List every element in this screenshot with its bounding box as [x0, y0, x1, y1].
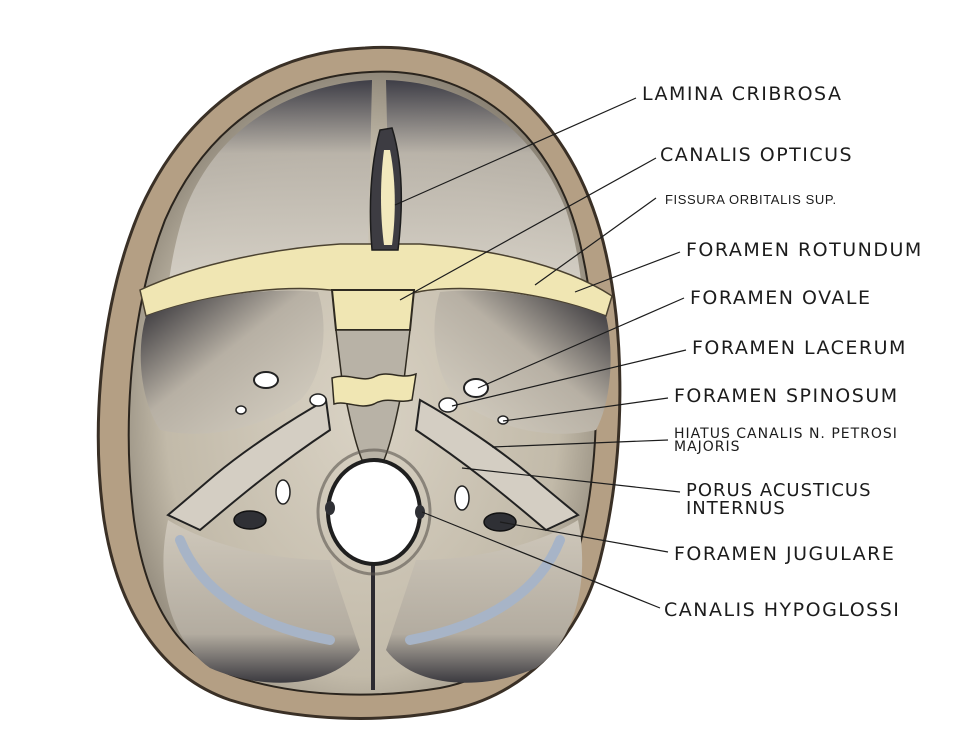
label-canalis-hypoglossi: CANALIS HYPOGLOSSI [664, 599, 901, 621]
label-foramen-spinosum: FORAMEN SPINOSUM [674, 385, 899, 407]
label-fissura-orbitalis-sup: FISSURA ORBITALIS SUP. [665, 192, 837, 207]
label-porus-acusticus: PORUS ACUSTICUS INTERNUS [686, 482, 872, 518]
porus-acusticus-right [454, 485, 470, 511]
foramen-lacerum-left [309, 393, 327, 407]
label-lamina-cribrosa: LAMINA CRIBROSA [642, 83, 843, 105]
label-hiatus-canalis: HIATUS CANALIS N. PETROSI MAJORIS [674, 426, 898, 455]
foramen-magnum [326, 458, 422, 566]
label-foramen-lacerum: FORAMEN LACERUM [692, 337, 907, 359]
label-porus-acusticus-line2: INTERNUS [686, 498, 786, 519]
transverse-sinus-right [405, 535, 565, 645]
leader-line-canalis-hypoglossi [421, 511, 661, 609]
porus-acusticus-left [275, 479, 291, 505]
label-hiatus-canalis-line2: MAJORIS [674, 439, 741, 455]
dorsum-sellae [331, 372, 417, 407]
leader-line-foramen-spinosum [502, 397, 669, 422]
crista-galli [381, 150, 395, 245]
leader-line-porus-acusticus [461, 467, 681, 493]
label-foramen-rotundum: FORAMEN ROTUNDUM [686, 239, 923, 261]
leader-line-foramen-lacerum [451, 349, 687, 407]
leader-line-foramen-jugulare [499, 521, 669, 553]
middle-fossa-right [434, 290, 611, 434]
leader-line-foramen-ovale [477, 297, 685, 389]
leader-line-lamina-cribrosa [394, 97, 637, 206]
leader-line-foramen-rotundum [574, 251, 681, 293]
leader-line-hiatus-canalis [491, 439, 669, 448]
posterior-fossa-right [386, 520, 583, 683]
canalis-hypoglossi-right [415, 505, 425, 519]
transverse-sinus-left [175, 535, 335, 645]
foramen-spinosum-left [235, 405, 247, 415]
leader-line-canalis-opticus [399, 157, 657, 301]
leader-line-fissura-orbitalis [534, 197, 657, 286]
foramen-ovale-left [253, 371, 279, 389]
anterior-fossa-left [168, 80, 372, 290]
foramen-jugulare-left [233, 510, 267, 530]
label-foramen-jugulare: FORAMEN JUGULARE [674, 543, 896, 565]
anterior-fossa-right [386, 80, 582, 290]
label-porus-acusticus-line1: PORUS ACUSTICUS [686, 480, 872, 501]
sphenoid-ridge [139, 243, 613, 317]
foramen-magnum-rim [316, 448, 432, 576]
foramen-ovale-right [463, 378, 489, 398]
canalis-hypoglossi-left [325, 501, 335, 515]
middle-fossa-left [140, 290, 324, 434]
petrous-ridge-right [414, 398, 580, 532]
posterior-fossa-left [163, 520, 360, 683]
sella-turcica [330, 289, 416, 331]
label-canalis-opticus: CANALIS OPTICUS [660, 144, 854, 166]
leader-lines [394, 97, 687, 609]
petrous-ridge-left [166, 398, 332, 532]
label-hiatus-canalis-line1: HIATUS CANALIS N. PETROSI [674, 426, 898, 442]
label-foramen-ovale: FORAMEN OVALE [690, 287, 872, 309]
